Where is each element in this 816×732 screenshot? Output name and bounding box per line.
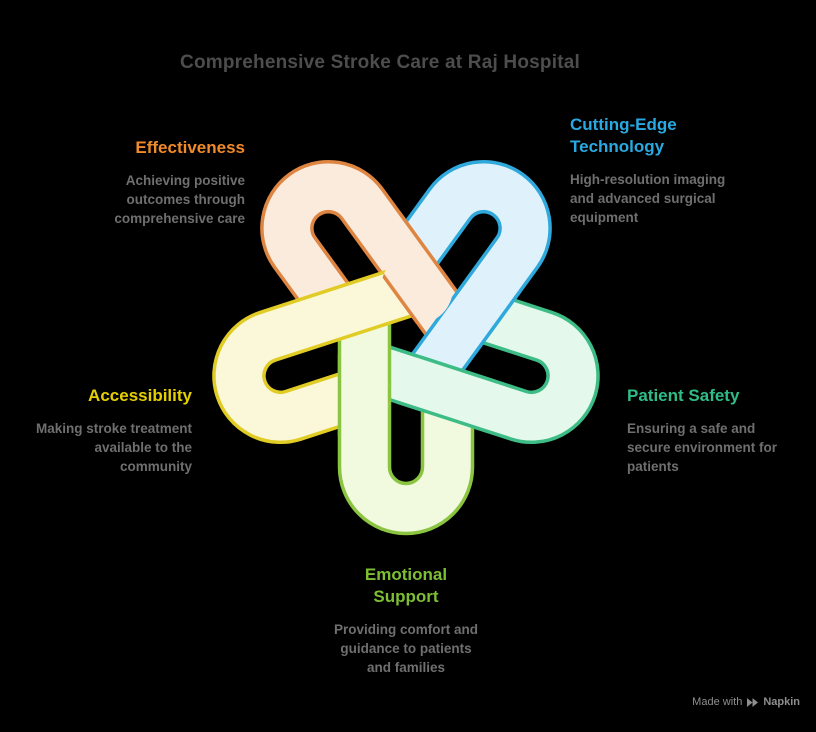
- page-title: Comprehensive Stroke Care at Raj Hospita…: [180, 52, 580, 73]
- section-emotional-support: Emotional Support Providing comfort and …: [276, 564, 536, 677]
- section-cutting-edge-technology: Cutting-Edge Technology High-resolution …: [570, 114, 725, 227]
- section-description-effectiveness: Achieving positive outcomes through comp…: [114, 173, 245, 226]
- section-patient-safety: Patient Safety Ensuring a safe and secur…: [627, 385, 777, 476]
- napkin-logo-icon: [747, 697, 759, 707]
- section-heading-cutting-edge-technology: Cutting-Edge Technology: [570, 115, 677, 156]
- section-description-accessibility: Making stroke treatment available to the…: [35, 421, 192, 474]
- section-heading-emotional-support: Emotional Support: [364, 565, 448, 606]
- napkin-brand-label: Napkin: [763, 696, 800, 708]
- section-effectiveness: Effectiveness Achieving positive outcome…: [114, 137, 245, 228]
- made-with-label: Made with: [692, 696, 743, 708]
- section-description-patient-safety: Ensuring a safe and secure environment f…: [627, 421, 778, 474]
- made-with-napkin-watermark[interactable]: Made with Napkin: [692, 696, 800, 708]
- section-heading-patient-safety: Patient Safety: [627, 386, 740, 405]
- section-heading-effectiveness: Effectiveness: [135, 138, 245, 157]
- section-accessibility: Accessibility Making stroke treatment av…: [36, 385, 192, 476]
- section-description-emotional-support: Providing comfort and guidance to patien…: [333, 622, 478, 675]
- section-description-cutting-edge-technology: High-resolution imaging and advanced sur…: [570, 172, 726, 225]
- section-heading-accessibility: Accessibility: [88, 386, 192, 405]
